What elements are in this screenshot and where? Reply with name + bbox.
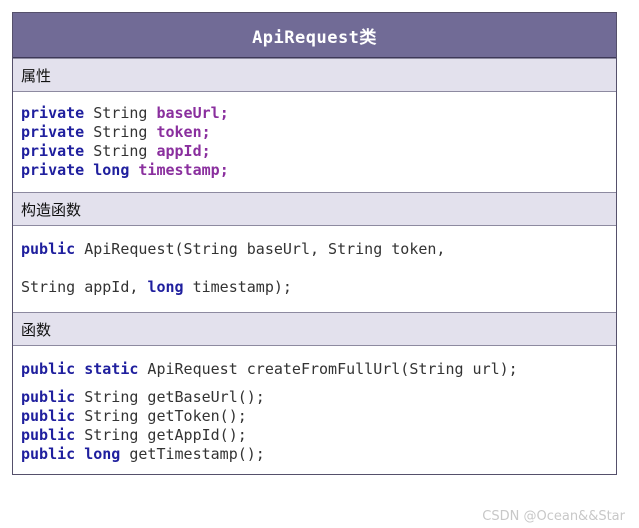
attribute-line: private long timestamp; — [21, 161, 229, 179]
method-line: public String getToken(); — [21, 407, 608, 426]
keyword-token: long — [147, 278, 184, 296]
type-token: long — [93, 161, 130, 179]
keyword-token: public — [21, 445, 76, 463]
keyword-token: private — [21, 142, 85, 160]
section-header-methods: 函数 — [13, 312, 616, 346]
section-body-attributes: private String baseUrl; private String t… — [13, 92, 616, 192]
keyword-token: private — [21, 123, 85, 141]
type-token: long — [84, 445, 121, 463]
keyword-token: private — [21, 104, 85, 122]
section-header-attributes-label: 属性 — [21, 66, 52, 85]
identifier-token: token — [156, 123, 202, 141]
type-token: String — [84, 407, 139, 425]
method-signature: getTimestamp(); — [120, 445, 265, 463]
keyword-token: private — [21, 161, 85, 179]
keyword-token: public — [21, 240, 76, 258]
type-token: String — [93, 142, 148, 160]
type-token: String — [84, 388, 139, 406]
keyword-token: public — [21, 426, 76, 444]
keyword-token: public — [21, 407, 76, 425]
class-title-bar: ApiRequest类 — [13, 13, 616, 58]
section-header-constructor-label: 构造函数 — [21, 200, 82, 219]
attribute-line: private String token; — [21, 123, 211, 141]
section-header-methods-label: 函数 — [21, 320, 52, 339]
section-header-attributes: 属性 — [13, 58, 616, 92]
section-body-methods: public static ApiRequest createFromFullU… — [13, 346, 616, 474]
class-name-label: ApiRequest类 — [252, 27, 377, 48]
method-signature: getBaseUrl(); — [138, 388, 265, 406]
constructor-line-2: String appId, long timestamp); — [21, 268, 608, 306]
keyword-token: static — [84, 360, 139, 378]
keyword-token: public — [21, 388, 76, 406]
uml-class-card: ApiRequest类 属性 private String baseUrl; p… — [12, 12, 617, 475]
method-signature: getToken(); — [138, 407, 247, 425]
section-body-constructor: public ApiRequest(String baseUrl, String… — [13, 226, 616, 312]
watermark-label: CSDN @Ocean&&Star — [482, 509, 625, 524]
constructor-signature-part-1: ApiRequest(String baseUrl, String token, — [75, 240, 446, 258]
constructor-signature-part-2: String appId, — [21, 278, 148, 296]
type-token: String — [84, 426, 139, 444]
method-signature: getAppId(); — [138, 426, 247, 444]
method-signature: ApiRequest createFromFullUrl(String url)… — [138, 360, 518, 378]
section-header-constructor: 构造函数 — [13, 192, 616, 226]
identifier-token: appId — [156, 142, 202, 160]
identifier-token: baseUrl — [156, 104, 220, 122]
type-token: String — [93, 123, 148, 141]
type-token: String — [93, 104, 148, 122]
attribute-line: private String baseUrl; — [21, 104, 229, 122]
method-line-static: public static ApiRequest createFromFullU… — [21, 350, 608, 388]
method-line: public String getAppId(); — [21, 426, 608, 445]
constructor-line-1: public ApiRequest(String baseUrl, String… — [21, 230, 608, 268]
method-line: public long getTimestamp(); — [21, 445, 608, 464]
identifier-token: timestamp — [138, 161, 220, 179]
keyword-token: public — [21, 360, 76, 378]
attribute-line: private String appId; — [21, 142, 211, 160]
method-line: public String getBaseUrl(); — [21, 388, 608, 407]
constructor-signature-part-3: timestamp); — [183, 278, 292, 296]
